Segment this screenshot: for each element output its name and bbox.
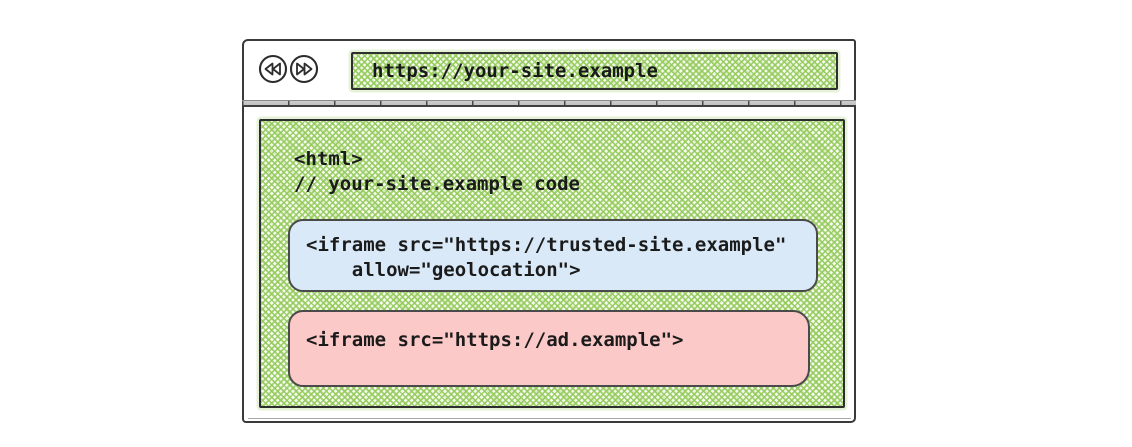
code-line-html-tag: <html>: [294, 148, 363, 170]
page-content-panel: <html> // your-site.example code <iframe…: [259, 119, 845, 408]
forward-icon: [289, 54, 319, 84]
page-source-code: <html> // your-site.example code: [294, 147, 580, 197]
url-bar[interactable]: https://your-site.example: [351, 52, 838, 90]
ad-iframe-box: <iframe src="https://ad.example">: [288, 310, 810, 387]
trusted-iframe-code-line-2: allow="geolocation">: [306, 259, 581, 281]
back-icon: [258, 54, 288, 84]
url-text: https://your-site.example: [372, 60, 658, 82]
back-button[interactable]: [258, 54, 288, 84]
browser-toolbar: https://your-site.example: [244, 41, 854, 102]
forward-button[interactable]: [289, 54, 319, 84]
ad-iframe-code-line: <iframe src="https://ad.example">: [306, 329, 684, 351]
toolbar-separator: [242, 100, 856, 107]
code-line-comment: // your-site.example code: [294, 173, 580, 195]
trusted-iframe-code-line-1: <iframe src="https://trusted-site.exampl…: [306, 234, 787, 256]
browser-window: https://your-site.example <html> // your…: [242, 39, 856, 423]
trusted-iframe-box: <iframe src="https://trusted-site.exampl…: [288, 219, 818, 292]
